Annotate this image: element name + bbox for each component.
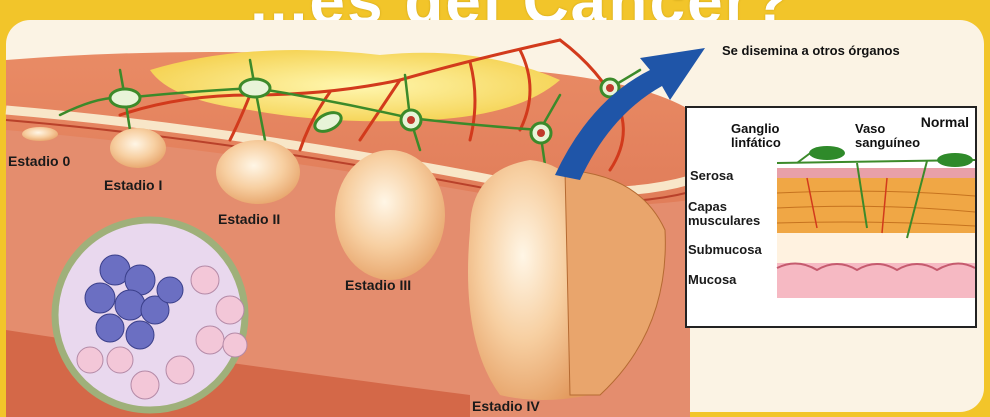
- layer-label-serosa: Serosa: [690, 169, 733, 182]
- cell-inset: [55, 220, 247, 410]
- stage-label-2: Estadio II: [218, 212, 280, 226]
- blood-vessel-label: Vaso sanguíneo: [855, 122, 935, 149]
- layer-label-mucosa: Mucosa: [688, 273, 736, 286]
- layer-label-submucosa: Submucosa: [688, 243, 762, 256]
- spread-label: Se disemina a otros órganos: [722, 43, 900, 58]
- stage-label-3: Estadio III: [345, 278, 411, 292]
- stage-label-1: Estadio I: [104, 178, 162, 192]
- stage-label-0: Estadio 0: [8, 154, 70, 168]
- stage-label-4: Estadio IV: [472, 399, 540, 413]
- lymph-node-label: Ganglio linfático: [731, 122, 801, 149]
- layer-label-muscular: Capas musculares: [688, 200, 766, 227]
